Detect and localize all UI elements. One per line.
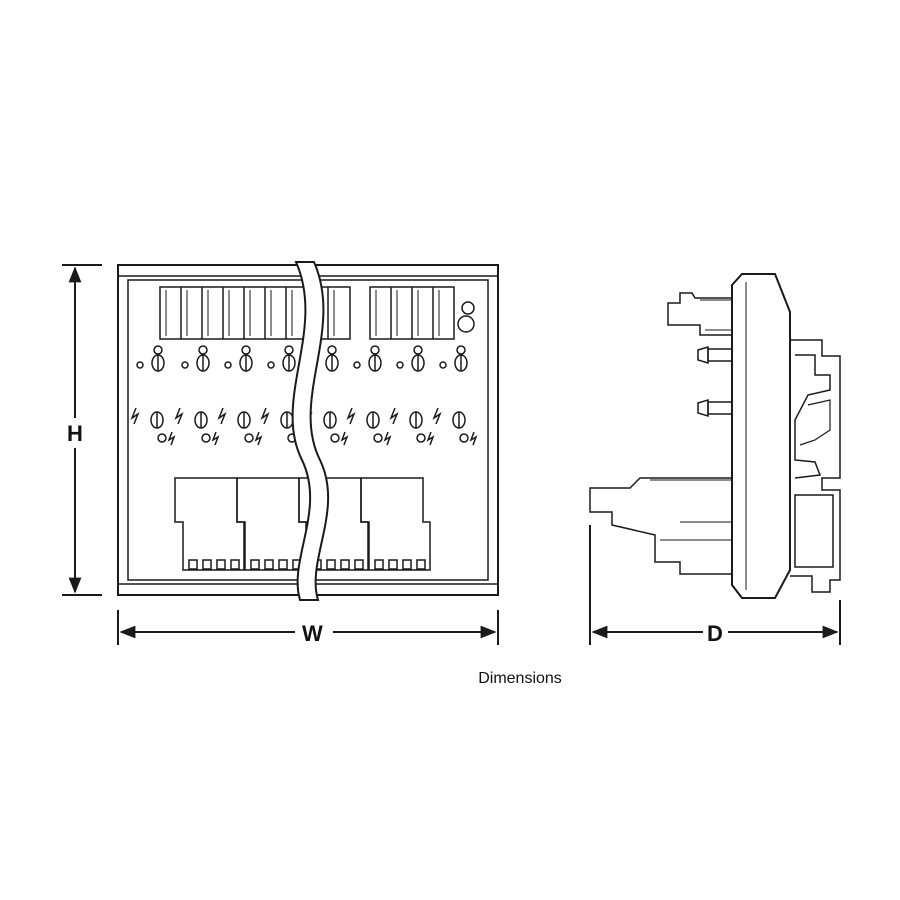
break-band xyxy=(291,261,330,601)
relay-modules-right xyxy=(369,286,475,340)
front-view xyxy=(117,261,499,601)
depth-dimension xyxy=(589,525,841,645)
height-label: H xyxy=(67,421,83,446)
width-dimension xyxy=(117,610,499,645)
side-din-rail xyxy=(790,339,841,593)
side-body xyxy=(731,273,791,599)
depth-label: D xyxy=(707,621,723,646)
height-dimension xyxy=(62,264,102,596)
side-small-terminals xyxy=(697,345,733,418)
side-view xyxy=(589,273,841,599)
side-bottom-connector xyxy=(589,477,732,575)
width-label: W xyxy=(302,621,323,646)
component-row xyxy=(130,407,478,446)
figure-caption: Dimensions xyxy=(478,670,562,687)
side-top-connector xyxy=(667,292,732,336)
terminal-blocks xyxy=(174,477,431,571)
